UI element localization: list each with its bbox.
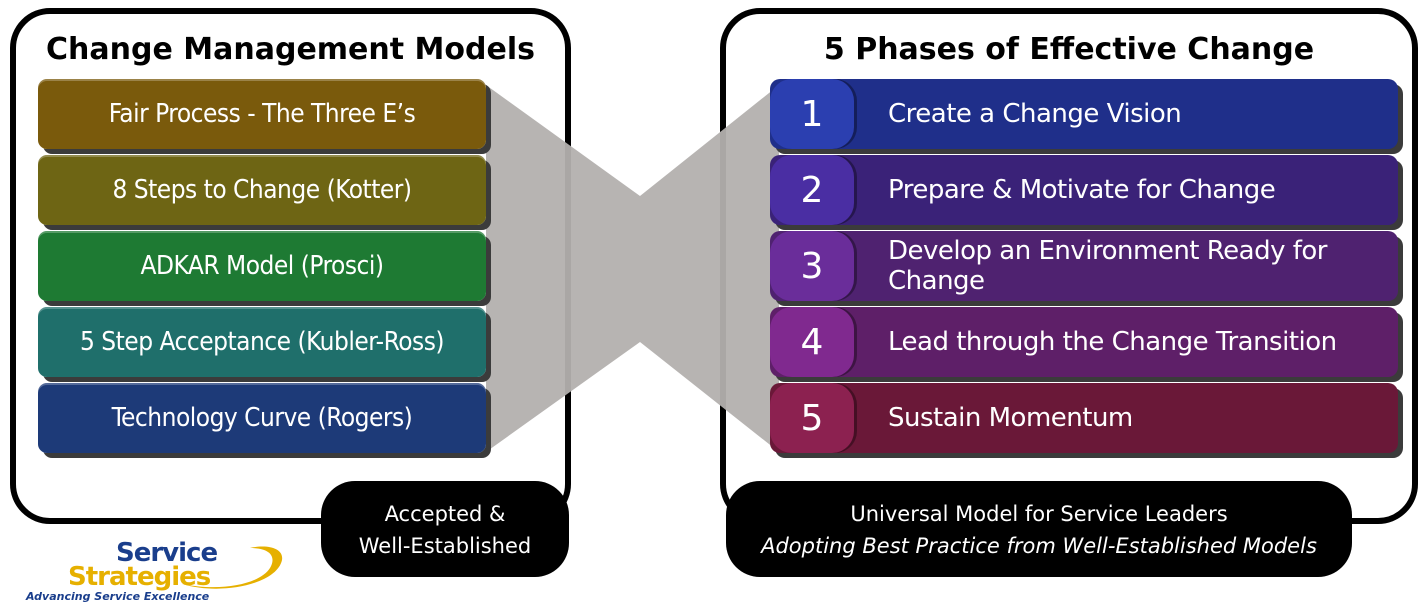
accepted-bubble-line2: Well-Established (358, 534, 532, 558)
model-label: 8 Steps to Change (Kotter) (112, 175, 412, 205)
model-label: Fair Process - The Three E’s (108, 99, 416, 129)
logo-word-strategies: Strategies (68, 562, 211, 592)
phase-label: Lead through the Change Transition (888, 327, 1337, 357)
universal-model-line1: Universal Model for Service Leaders (850, 502, 1228, 526)
model-item: Technology Curve (Rogers) (38, 383, 486, 453)
left-panel-title: Change Management Models (46, 32, 535, 67)
model-item: 8 Steps to Change (Kotter) (38, 155, 486, 225)
model-label: Technology Curve (Rogers) (111, 403, 413, 433)
model-item: ADKAR Model (Prosci) (38, 231, 486, 301)
phase-label: Develop an Environment Ready for Change (888, 236, 1328, 296)
phase-label: Sustain Momentum (888, 403, 1133, 433)
phase-label: Prepare & Motivate for Change (888, 175, 1276, 205)
phase-item: 3 Develop an Environment Ready for Chang… (770, 231, 1398, 301)
phase-item: 5 Sustain Momentum (770, 383, 1398, 453)
model-label: 5 Step Acceptance (Kubler-Ross) (79, 327, 445, 357)
universal-model-line2: Adopting Best Practice from Well-Establi… (761, 534, 1317, 558)
phase-number: 3 (770, 231, 854, 301)
logo-swoosh-icon (182, 546, 283, 589)
service-strategies-logo: Service Strategies Advancing Service Exc… (22, 538, 292, 606)
logo-tagline: Advancing Service Excellence (26, 590, 210, 603)
phase-number: 1 (770, 79, 854, 149)
universal-model-bubble: Universal Model for Service Leaders Adop… (726, 481, 1352, 577)
accepted-bubble-line1: Accepted & (384, 502, 506, 526)
phase-item: 2 Prepare & Motivate for Change (770, 155, 1398, 225)
model-label: ADKAR Model (Prosci) (140, 251, 384, 281)
phase-number: 2 (770, 155, 854, 225)
model-item: 5 Step Acceptance (Kubler-Ross) (38, 307, 486, 377)
phase-item: 1 Create a Change Vision (770, 79, 1398, 149)
model-item: Fair Process - The Three E’s (38, 79, 486, 149)
right-panel-title: 5 Phases of Effective Change (823, 32, 1315, 67)
accepted-bubble: Accepted & Well-Established (321, 481, 569, 577)
phase-item: 4 Lead through the Change Transition (770, 307, 1398, 377)
phase-number: 5 (770, 383, 854, 453)
phase-label: Create a Change Vision (888, 99, 1182, 129)
logo-word-service: Service (116, 538, 218, 568)
phase-number: 4 (770, 307, 854, 377)
